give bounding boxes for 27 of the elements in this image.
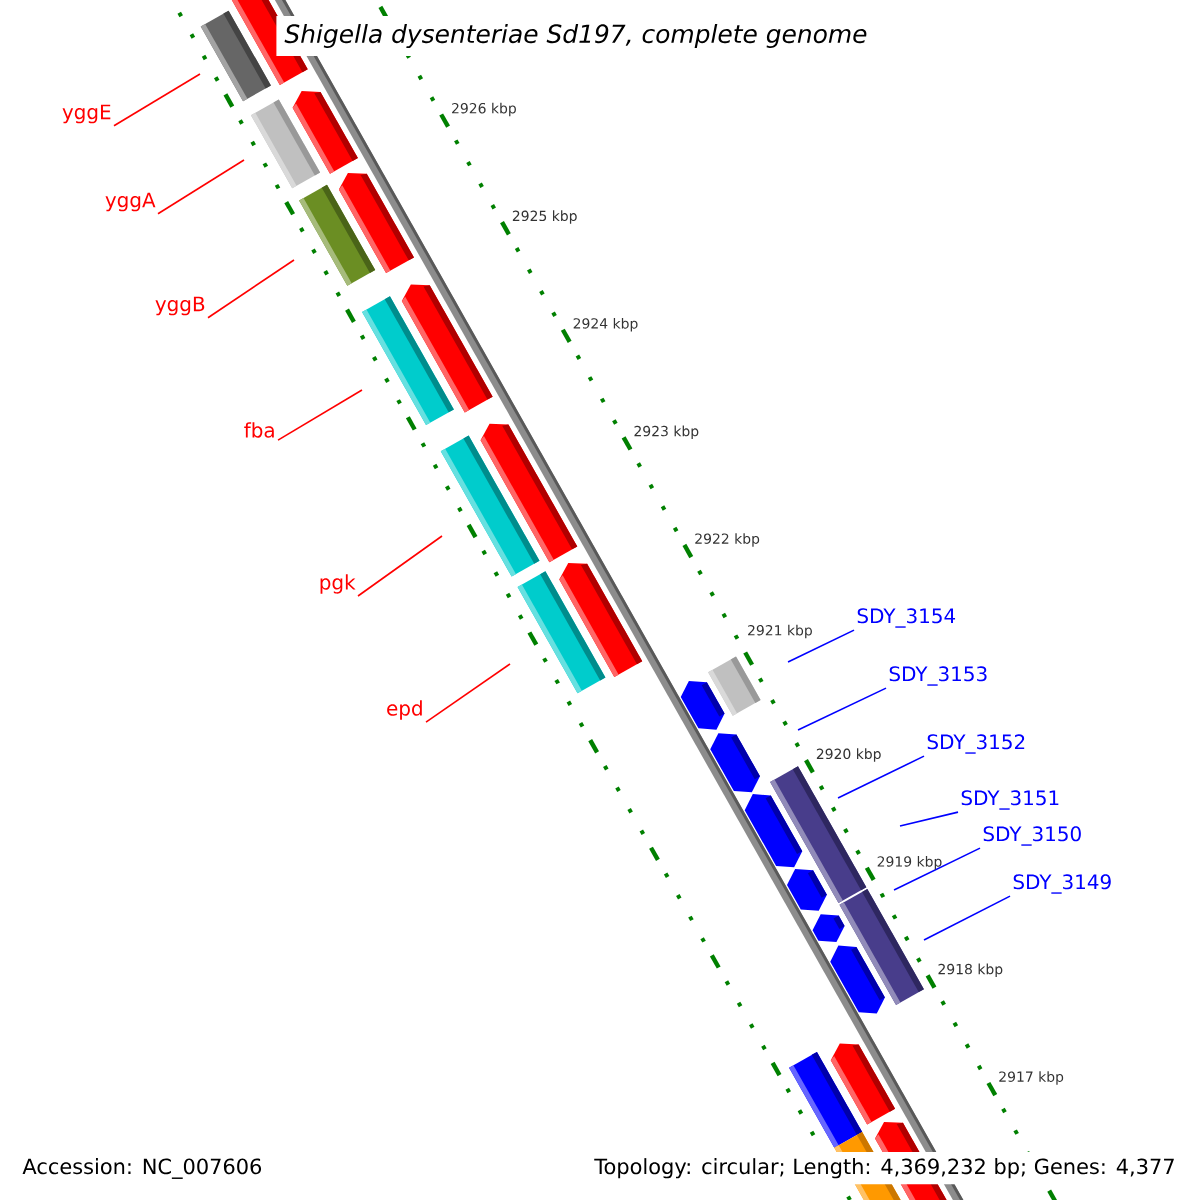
gene-label: SDY_3151 bbox=[961, 790, 1059, 810]
leader-line bbox=[899, 811, 959, 827]
leader-line bbox=[113, 73, 201, 127]
leader-line bbox=[157, 159, 245, 215]
leader-line bbox=[787, 629, 855, 663]
leader-line bbox=[923, 895, 1011, 941]
gene-label: yggA bbox=[105, 192, 156, 212]
gene-label: SDY_3150 bbox=[983, 826, 1081, 846]
leader-line bbox=[893, 847, 981, 891]
footer-text: Accession: NC_007606 bbox=[22, 1158, 262, 1179]
gene-label: fba bbox=[244, 422, 274, 438]
gene-label: pgk bbox=[320, 574, 356, 594]
title: Shigella dysenteriae Sd197, complete genome bbox=[276, 15, 876, 57]
leader-line bbox=[277, 389, 363, 441]
footer-text: Topology: circular; Length: 4,369,232 bp; Genes: 4,377 bbox=[588, 1152, 1182, 1185]
gene-label: SDY_3153 bbox=[889, 666, 987, 686]
gene-label: SDY_3152 bbox=[927, 734, 1025, 754]
gene-label: yggE bbox=[62, 104, 111, 124]
leader-line bbox=[357, 535, 443, 597]
leader-line bbox=[207, 259, 295, 319]
leader-line bbox=[797, 687, 887, 731]
gene-label: SDY_3154 bbox=[857, 608, 956, 628]
leader-line bbox=[425, 663, 511, 723]
leader-line bbox=[837, 755, 925, 799]
gene-label: SDY_3149 bbox=[1013, 874, 1111, 894]
gene-label: yggB bbox=[155, 296, 205, 316]
gene-label: epd bbox=[387, 700, 422, 720]
